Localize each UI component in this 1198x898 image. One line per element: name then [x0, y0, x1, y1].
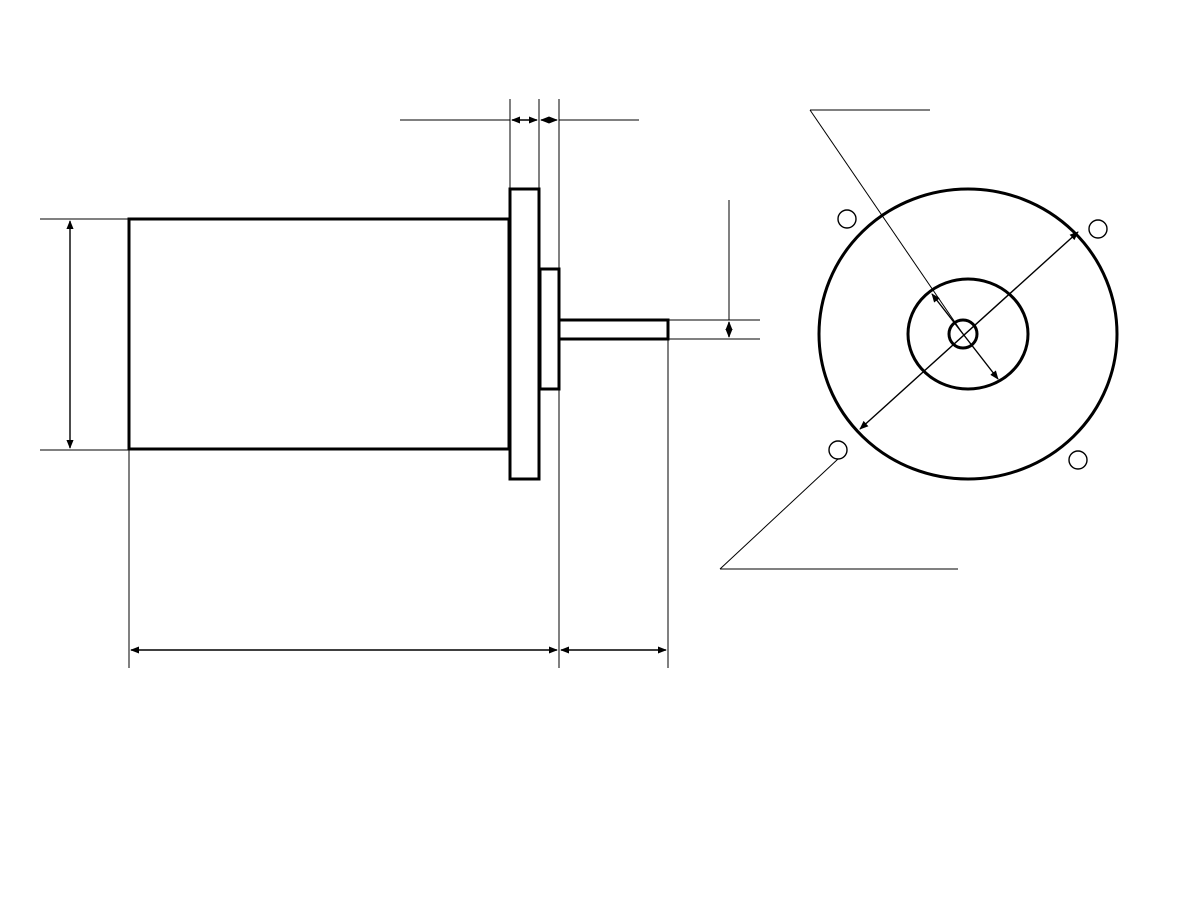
- dimension-lines: [66, 116, 733, 654]
- pilot-diameter-dimension: [931, 293, 999, 380]
- motor-body: [127, 217, 511, 451]
- front-view: [719, 109, 1119, 570]
- bolt-circle-dimension: [859, 231, 1079, 430]
- mounting-hole: [828, 440, 848, 460]
- mounting-flange: [508, 187, 541, 481]
- mounting-hole: [1068, 450, 1088, 470]
- pilot-boss: [538, 267, 561, 391]
- extension-lines: [40, 99, 760, 668]
- front-view-arrows: [859, 231, 1079, 430]
- side-view: [40, 99, 760, 668]
- pilot-circle: [906, 277, 1030, 391]
- output-shaft: [557, 318, 670, 341]
- mounting-hole: [837, 209, 857, 229]
- mounting-hole: [1088, 219, 1108, 239]
- flange-outline: [817, 187, 1119, 481]
